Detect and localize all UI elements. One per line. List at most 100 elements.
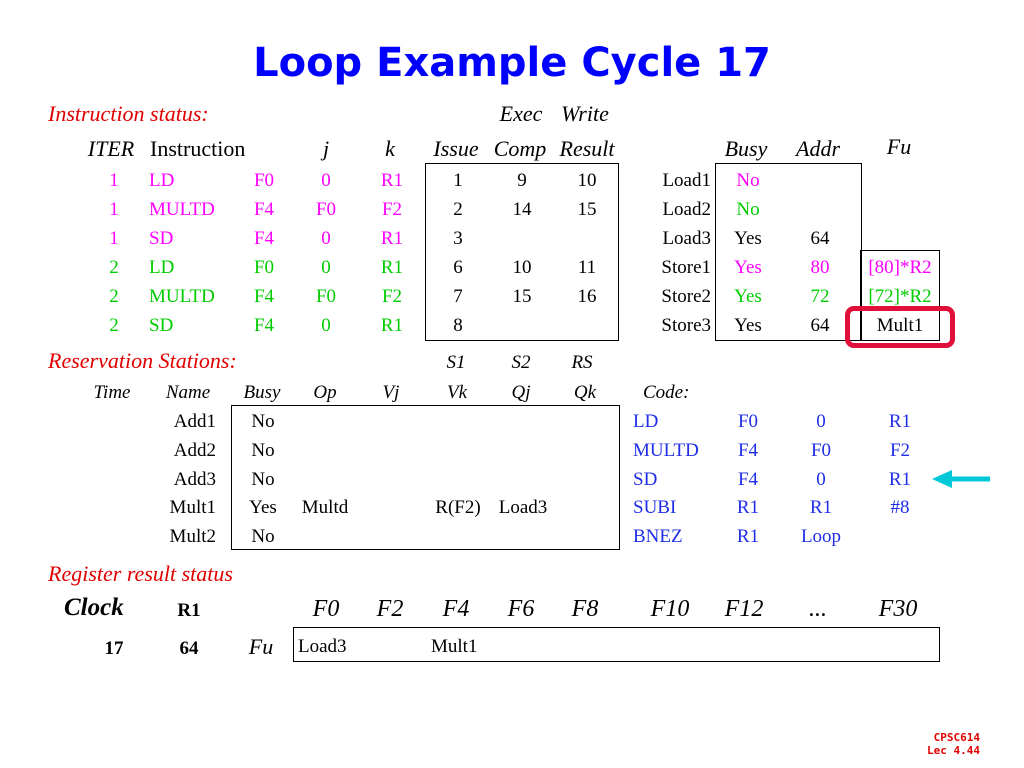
fu-label: Fu bbox=[248, 634, 274, 659]
rs-vk-header: Vk bbox=[446, 382, 468, 403]
instruction-timing-box bbox=[425, 163, 619, 341]
instr-row-reg: F4 bbox=[253, 199, 275, 220]
code-arg3: #8 bbox=[890, 497, 910, 518]
code-op: BNEZ bbox=[633, 526, 683, 547]
iter-header: ITER bbox=[87, 136, 135, 161]
current-line-arrow-icon bbox=[932, 470, 990, 488]
instr-row-iter: 1 bbox=[109, 199, 119, 220]
instr-row-k: F2 bbox=[381, 286, 403, 307]
instruction-status-label: Instruction status: bbox=[48, 101, 209, 126]
rs-name: Add2 bbox=[173, 440, 216, 461]
instr-row-reg: F4 bbox=[253, 228, 275, 249]
instr-row-k: F2 bbox=[381, 199, 403, 220]
code-arg3: R1 bbox=[888, 469, 912, 490]
reg-f10-header: F10 bbox=[650, 596, 690, 622]
rs-qk-header: Qk bbox=[573, 382, 597, 403]
issue-header: Issue bbox=[433, 136, 479, 161]
instr-row-issue: 8 bbox=[453, 315, 463, 336]
footer-lecture: Lec 4.44 bbox=[927, 744, 980, 757]
buffer-fu: [72]*R2 bbox=[868, 286, 932, 307]
rs-busy: No bbox=[251, 440, 275, 461]
rs-op-header: Op bbox=[313, 382, 337, 403]
instr-row-issue: 7 bbox=[453, 286, 463, 307]
code-arg2: 0 bbox=[816, 469, 826, 490]
write-label: Write bbox=[561, 101, 609, 126]
rs-busy: Yes bbox=[249, 497, 277, 518]
rs-busy-header: Busy bbox=[243, 382, 281, 403]
buffer-addr: 64 bbox=[810, 315, 830, 336]
instr-row-iter: 1 bbox=[109, 228, 119, 249]
rs-qj-header: Qj bbox=[511, 382, 531, 403]
buffer-busy: No bbox=[736, 199, 760, 220]
instr-row-j: F0 bbox=[315, 199, 337, 220]
buffer-addr-header: Addr bbox=[796, 136, 840, 161]
rs-busy: No bbox=[251, 526, 275, 547]
buffer-busy: Yes bbox=[734, 257, 762, 278]
instr-row-j: 0 bbox=[321, 228, 331, 249]
reg-f4-header: F4 bbox=[442, 596, 470, 622]
rs-name: Mult1 bbox=[169, 497, 216, 518]
instr-row-op: SD bbox=[149, 315, 174, 336]
buffer-busy: Yes bbox=[734, 228, 762, 249]
reg-f30-header: F30 bbox=[878, 596, 918, 622]
rs-name: Add3 bbox=[173, 469, 216, 490]
reg-f12-header: F12 bbox=[724, 596, 764, 622]
code-arg2: Loop bbox=[800, 526, 842, 547]
buffer-name: Store2 bbox=[661, 286, 711, 307]
rs-name: Add1 bbox=[173, 411, 216, 432]
instr-row-reg: F4 bbox=[253, 315, 275, 336]
instr-row-iter: 2 bbox=[109, 257, 119, 278]
instruction-header: Instruction bbox=[150, 136, 246, 161]
instr-row-reg: F0 bbox=[253, 257, 275, 278]
instr-row-op: SD bbox=[149, 228, 174, 249]
instr-row-comp: 10 bbox=[512, 257, 532, 278]
instr-row-result: 16 bbox=[577, 286, 597, 307]
r1-label: R1 bbox=[177, 600, 201, 621]
buffer-busy: Yes bbox=[734, 286, 762, 307]
rs-name-header: Name bbox=[165, 382, 211, 403]
code-op: MULTD bbox=[633, 440, 699, 461]
buffer-name: Load3 bbox=[662, 228, 711, 249]
reg-f6-header: F6 bbox=[507, 596, 535, 622]
result-header: Result bbox=[559, 136, 615, 161]
code-arg2: R1 bbox=[809, 497, 833, 518]
rs-op: Multd bbox=[301, 497, 349, 518]
exec-label: Exec bbox=[499, 101, 543, 126]
j-header: j bbox=[322, 136, 330, 161]
comp-header: Comp bbox=[493, 136, 547, 161]
reservation-stations-label: Reservation Stations: bbox=[48, 348, 237, 373]
buffer-addr: 64 bbox=[810, 228, 830, 249]
reg-f0-header: F0 bbox=[312, 596, 340, 622]
instr-row-op: MULTD bbox=[149, 286, 215, 307]
rs-busy: No bbox=[251, 411, 275, 432]
reg-ellipsis-header: ... bbox=[809, 596, 827, 622]
code-arg1: F4 bbox=[737, 440, 759, 461]
code-arg1: R1 bbox=[736, 497, 760, 518]
code-op: LD bbox=[633, 411, 659, 432]
instr-row-op: MULTD bbox=[149, 199, 215, 220]
instr-row-k: R1 bbox=[380, 228, 404, 249]
instr-row-comp: 15 bbox=[512, 286, 532, 307]
rs-vj-header: Vj bbox=[382, 382, 400, 403]
rs-time-header: Time bbox=[93, 382, 131, 403]
code-arg3: F2 bbox=[889, 440, 911, 461]
instr-row-iter: 2 bbox=[109, 286, 119, 307]
clock-label: Clock bbox=[64, 594, 124, 621]
buffer-busy: Yes bbox=[734, 315, 762, 336]
reg-f2-header: F2 bbox=[376, 596, 404, 622]
buffer-name: Store3 bbox=[661, 315, 711, 336]
instr-row-reg: F4 bbox=[253, 286, 275, 307]
buffer-fu: Mult1 bbox=[876, 315, 924, 336]
reg-fu-f0: Load3 bbox=[298, 636, 347, 657]
instr-row-issue: 6 bbox=[453, 257, 463, 278]
instr-row-j: 0 bbox=[321, 257, 331, 278]
buffer-addr: 72 bbox=[810, 286, 830, 307]
buffer-addr: 80 bbox=[810, 257, 830, 278]
reg-f8-header: F8 bbox=[571, 596, 599, 622]
instr-row-reg: F0 bbox=[253, 170, 275, 191]
instr-row-op: LD bbox=[149, 257, 175, 278]
rs-busy: No bbox=[251, 469, 275, 490]
code-label: Code: bbox=[643, 382, 690, 403]
k-header: k bbox=[385, 136, 395, 161]
rs-qj: Load3 bbox=[498, 497, 548, 518]
